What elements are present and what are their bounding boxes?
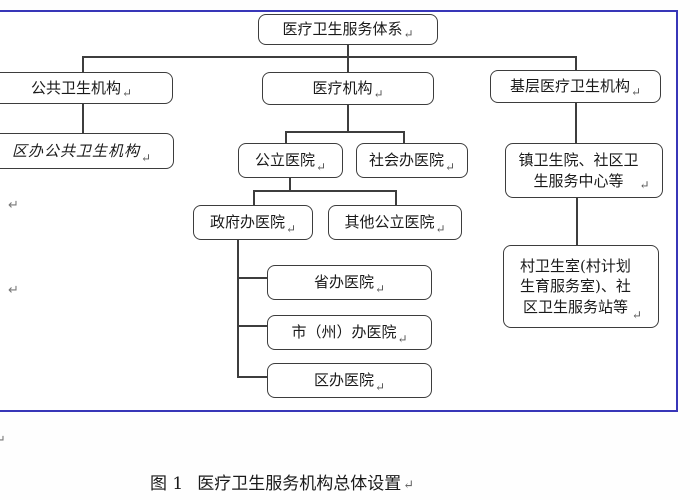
paragraph-return-mark: ↵: [403, 26, 414, 41]
node-grassroots-institutions: 基层医疗卫生机构↵: [490, 70, 661, 103]
node-label: 社会办医院: [368, 151, 444, 170]
node-government-hospitals: 政府办医院↵: [193, 205, 313, 240]
node-public-hospitals: 公立医院↵: [238, 143, 343, 178]
connector-root-down: [347, 44, 349, 57]
connector-stub-gov-hospital: [253, 190, 255, 205]
node-label: 医疗卫生服务体系: [282, 20, 403, 39]
node-other-public-hospitals: 其他公立医院↵: [328, 205, 462, 240]
paragraph-return-mark: ↵: [639, 177, 650, 192]
paragraph-return-mark: ↵: [397, 331, 408, 346]
connector-branch-district: [237, 376, 268, 378]
node-label: 公共卫生机构: [30, 78, 121, 97]
connector-stub-public-health: [82, 56, 84, 73]
connector-top-bus: [82, 56, 577, 58]
connector-medical-down: [347, 105, 349, 132]
connector-grassroots-down: [575, 103, 577, 143]
connector-public-hospital-bus: [253, 190, 397, 192]
figure-caption: 图 1 医疗卫生服务机构总体设置↵: [150, 469, 414, 494]
paragraph-return-mark: ↵: [121, 85, 133, 100]
node-label: 其他公立医院: [344, 213, 435, 232]
paragraph-return-mark: ↵: [630, 84, 642, 99]
paragraph-return-mark: ↵: [435, 221, 446, 236]
figure-title: 医疗卫生服务机构总体设置: [197, 474, 402, 494]
connector-medical-bus: [285, 131, 405, 133]
node-label: 医疗机构: [312, 79, 373, 98]
connector-public-health-down: [82, 104, 84, 133]
node-label: 镇卫生院、社区卫 生服务中心等: [518, 151, 639, 190]
node-town-health-centers: 镇卫生院、社区卫 生服务中心等↵: [505, 143, 663, 198]
node-label: 市（州）办医院: [291, 323, 397, 342]
paragraph-return-mark: ↵: [403, 478, 415, 493]
connector-branch-city: [237, 325, 268, 327]
connector-stub-social-hospital: [403, 131, 405, 143]
node-label: 村卫生室(村计划 生育服务室)、社 区卫生服务站等: [520, 257, 631, 316]
node-village-health-stations: 村卫生室(村计划 生育服务室)、社 区卫生服务站等↵: [503, 245, 659, 328]
node-district-hospitals: 区办医院↵: [267, 363, 432, 398]
paragraph-return-mark: ↵: [285, 221, 297, 236]
paragraph-return-mark: ↵: [8, 283, 19, 298]
node-label: 区办公共卫生机构: [11, 141, 140, 160]
connector-branch-provincial: [237, 277, 268, 279]
connector-stub-public-hospital: [285, 131, 287, 143]
paragraph-return-mark: ↵: [444, 159, 456, 174]
paragraph-return-mark: ↵: [374, 281, 386, 296]
node-label: 省办医院: [313, 273, 374, 292]
paragraph-return-mark: ↵: [0, 433, 6, 448]
figure-number: 图 1: [150, 474, 184, 494]
connector-gov-trunk: [237, 240, 239, 378]
connector-public-hospital-down: [289, 178, 291, 192]
paragraph-return-mark: ↵: [373, 86, 384, 101]
paragraph-return-mark: ↵: [140, 150, 153, 165]
node-label: 公立医院: [254, 151, 315, 170]
node-health-service-system: 医疗卫生服务体系↵: [258, 14, 438, 45]
connector-stub-medical: [347, 56, 349, 73]
connector-stub-other-hospital: [395, 190, 397, 205]
node-medical-institutions: 医疗机构↵: [262, 72, 434, 105]
node-public-health-institutions: 公共卫生机构↵: [0, 72, 173, 104]
connector-town-down: [576, 198, 578, 245]
node-social-hospitals: 社会办医院↵: [356, 143, 468, 178]
node-city-hospitals: 市（州）办医院↵: [267, 315, 432, 350]
node-provincial-hospitals: 省办医院↵: [267, 265, 432, 300]
paragraph-return-mark: ↵: [631, 307, 642, 322]
paragraph-return-mark: ↵: [315, 159, 327, 174]
node-label: 政府办医院: [209, 213, 285, 232]
connector-stub-grassroots: [575, 56, 577, 71]
node-label: 区办医院: [313, 371, 374, 390]
paragraph-return-mark: ↵: [8, 198, 19, 213]
node-label: 基层医疗卫生机构: [509, 77, 630, 96]
paragraph-return-mark: ↵: [374, 379, 386, 394]
node-district-public-health: 区办公共卫生机构↵: [0, 133, 174, 169]
